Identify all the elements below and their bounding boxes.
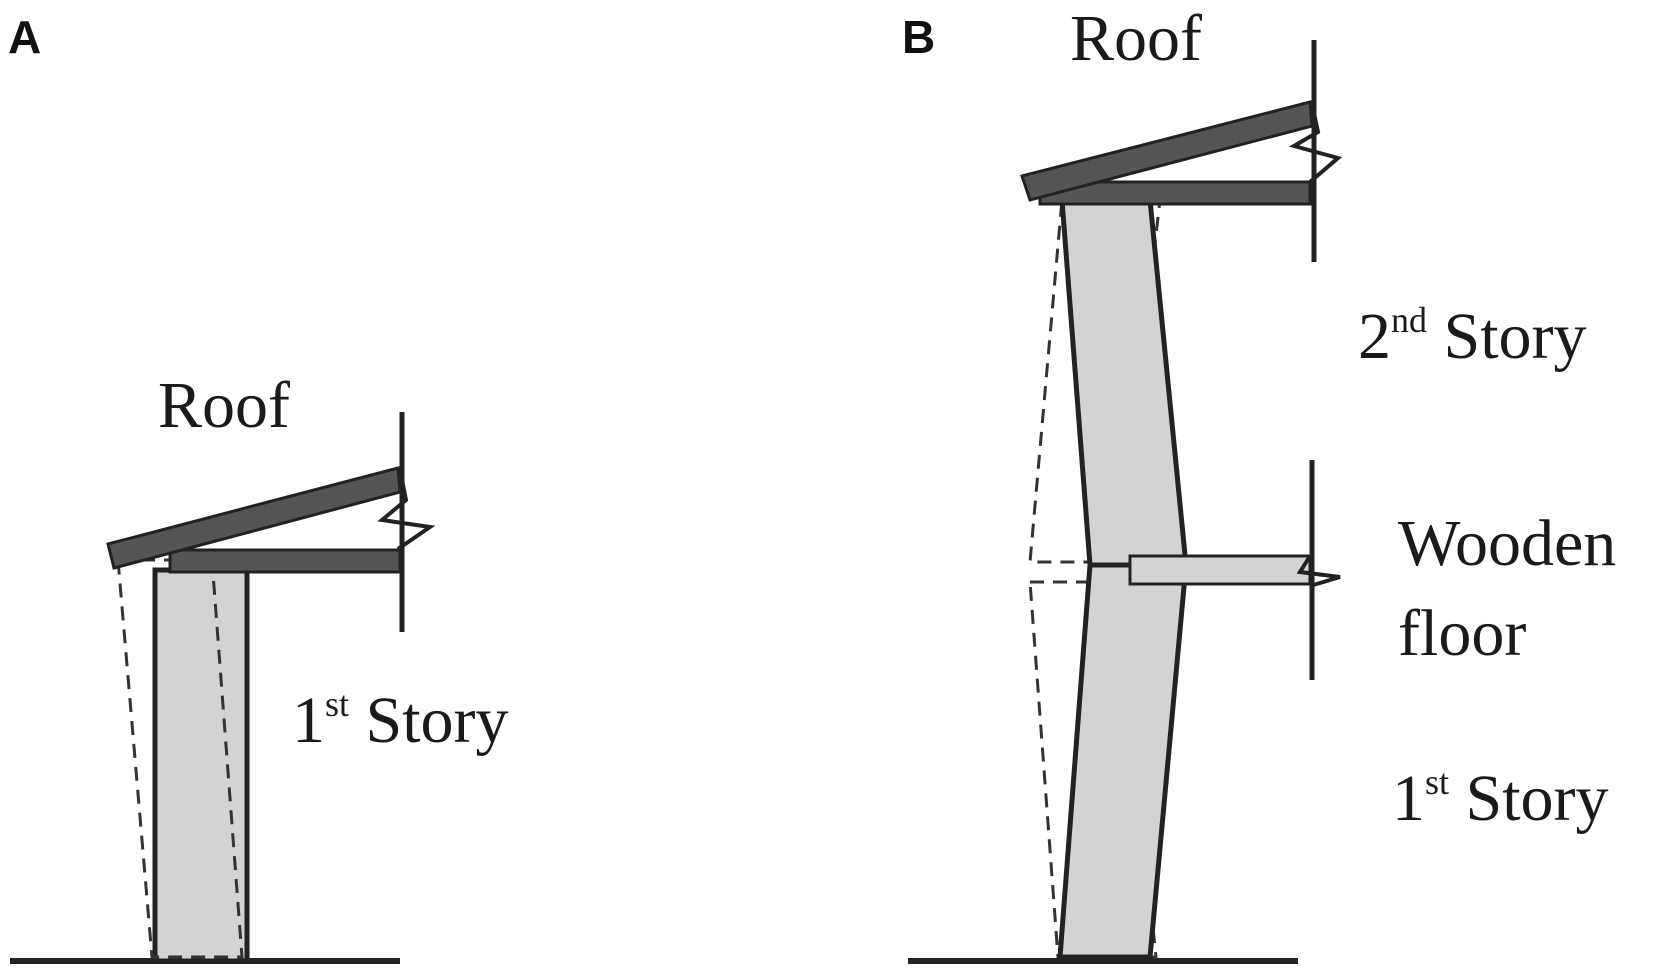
panel-b-label: B	[902, 11, 935, 63]
panel-a-wall	[152, 567, 250, 964]
panel-a-deformed-wall-outline	[116, 558, 244, 959]
panel-b-floor-break-symbol	[1296, 554, 1341, 588]
panel-b-floor-label-line2: floor	[1398, 597, 1526, 670]
panel-b: B Roof 2nd Story Wooden floor 1st Story	[902, 2, 1616, 964]
panel-a-story1-label: 1st Story	[292, 684, 509, 757]
panel-b-story1-label: 1st Story	[1392, 762, 1609, 835]
panel-b-roof-label: Roof	[1070, 2, 1202, 75]
panel-b-upper-wall	[1059, 197, 1189, 568]
panel-a-roof-label: Roof	[158, 369, 290, 442]
panel-b-lower-wall	[1057, 562, 1189, 960]
panel-b-story2-label: 2nd Story	[1358, 300, 1587, 373]
panel-a-label: A	[8, 11, 41, 63]
panel-b-floor-label-line1: Wooden	[1398, 507, 1616, 580]
panel-a-ceiling-beam	[168, 548, 402, 574]
panel-b-wooden-floor	[1128, 554, 1312, 586]
panel-a: A Roof 1st Story	[8, 11, 509, 964]
